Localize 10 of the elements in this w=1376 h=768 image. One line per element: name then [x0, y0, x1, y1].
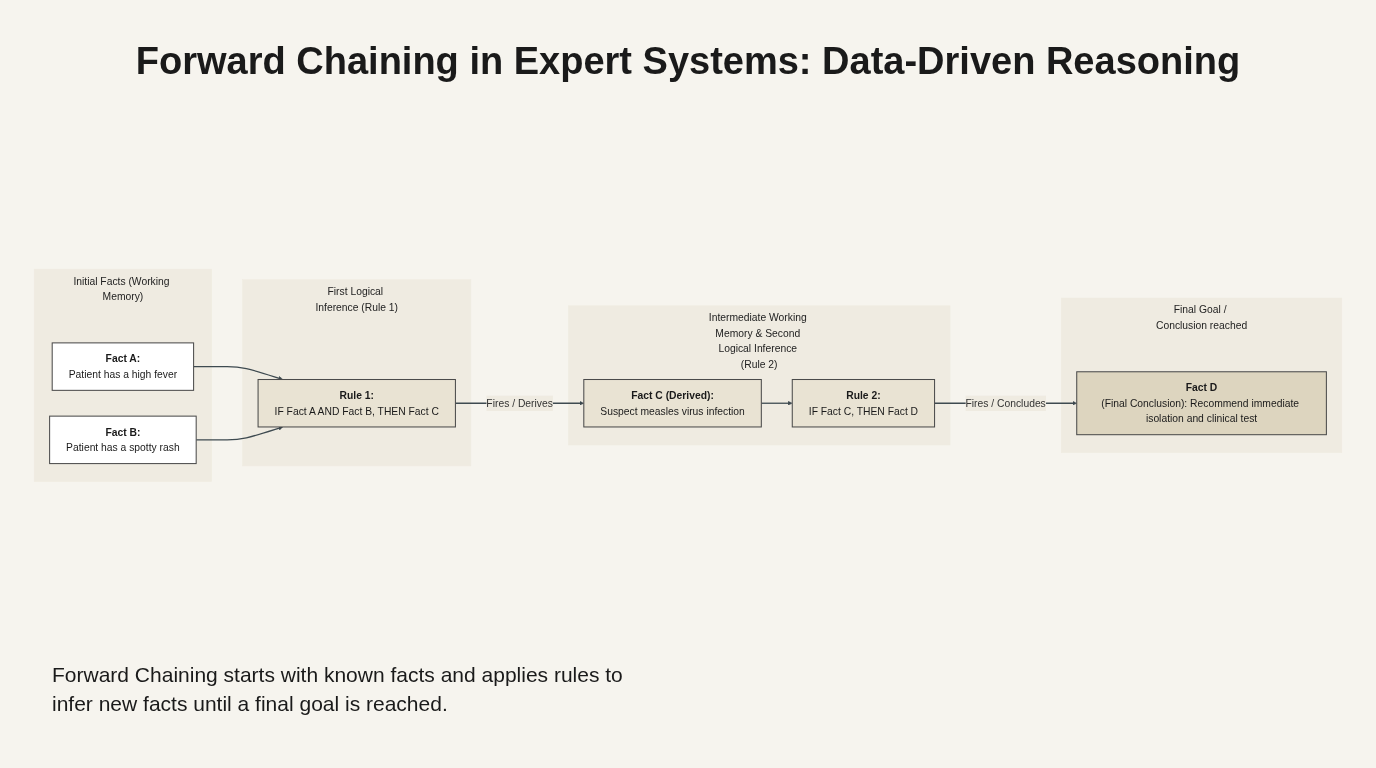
caption: Forward Chaining starts with known facts and applies rules to infer new facts until a final goal is reached.: [52, 662, 624, 718]
node-box: Fact D (Final Conclusion): Recommend immediate isolation and clinical test: [1076, 370, 1327, 435]
diagram-title: Forward Chaining in Expert Systems: Data-Driven Reasoning: [134, 40, 1242, 83]
node-box: Fact A: Patient has a high fever: [51, 342, 195, 391]
node-box: Rule 1: IF Fact A AND Fact B, THEN Fact C: [257, 378, 456, 428]
edge-label: Fires / Derives: [486, 397, 553, 409]
edge-label: Fires / Concludes: [965, 397, 1046, 409]
node-box: Fact B: Patient has a spotty rash: [49, 415, 197, 464]
node-box: Rule 2: IF Fact C, THEN Fact D: [791, 378, 936, 428]
node-box: Fact C (Derived): Suspect measles virus infection: [583, 378, 762, 428]
